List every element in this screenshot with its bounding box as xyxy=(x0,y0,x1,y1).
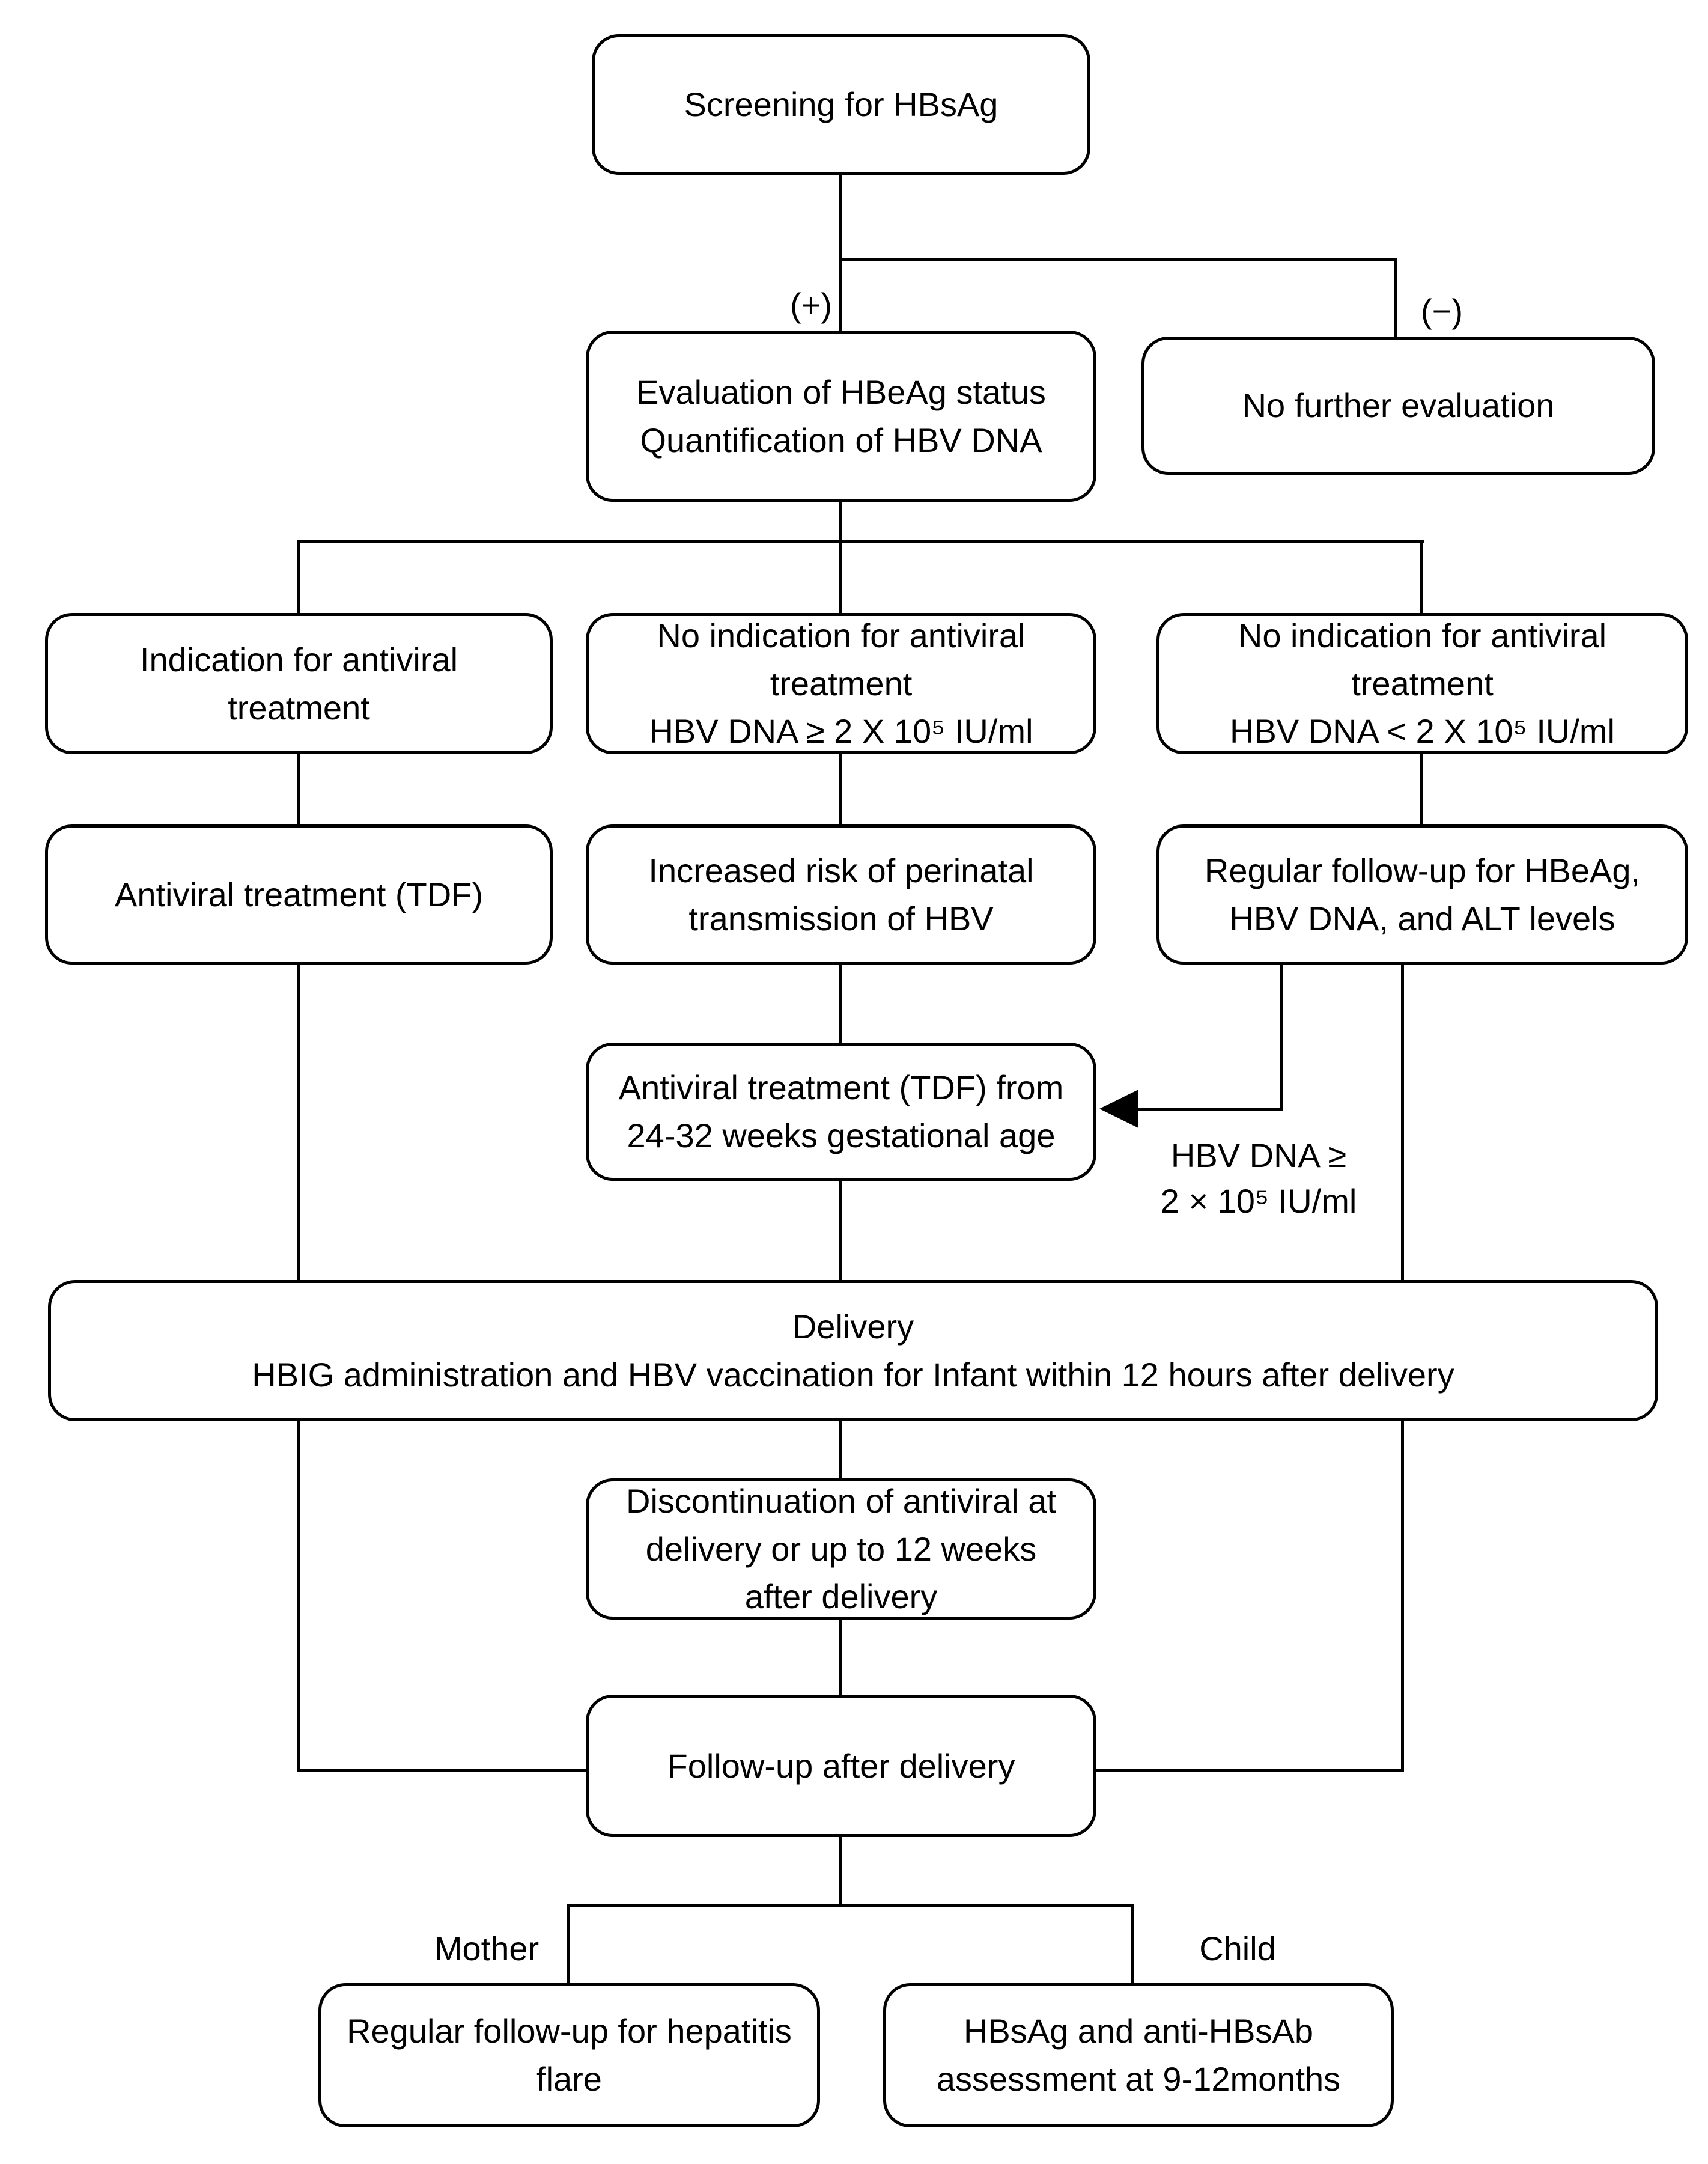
edge-drop-no-indication-low xyxy=(1420,540,1423,613)
node-no-indication-low-dna: No indication for antiviral treatment HB… xyxy=(1156,613,1688,754)
edge-followup-levels-to-delivery xyxy=(1401,965,1404,1280)
node-regular-followup-levels: Regular follow-up for HBeAg, HBV DNA, an… xyxy=(1156,824,1688,965)
edge-risk-to-tdf24 xyxy=(839,965,842,1043)
node-no-indication-high-dna: No indication for antiviral treatment HB… xyxy=(586,613,1096,754)
edge-right-into-followup xyxy=(1096,1769,1403,1772)
edge-three-way-split xyxy=(297,540,1424,543)
node-followup-after-delivery: Follow-up after delivery xyxy=(586,1695,1096,1837)
arrowhead-into-tdf24-icon xyxy=(1099,1090,1138,1128)
node-mother-followup: Regular follow-up for hepatitis flare xyxy=(318,1983,820,2127)
branch-label-child: Child xyxy=(1199,1930,1276,1967)
edge-indication-to-tdf xyxy=(297,754,300,824)
node-antiviral-tdf: Antiviral treatment (TDF) xyxy=(45,824,553,965)
branch-label-negative: (−) xyxy=(1421,292,1463,330)
edge-screening-to-evaluation xyxy=(839,175,842,331)
edge-followup-levels-arrow-stem xyxy=(1280,965,1283,1111)
node-no-further-evaluation: No further evaluation xyxy=(1141,337,1655,475)
node-increased-risk: Increased risk of perinatal transmission… xyxy=(586,824,1096,965)
edge-drop-indication xyxy=(297,540,300,613)
edge-arrow-shaft xyxy=(1138,1108,1283,1111)
node-evaluation: Evaluation of HBeAg status Quantificatio… xyxy=(586,331,1096,502)
node-child-assessment: HBsAg and anti-HBsAb assessment at 9-12m… xyxy=(883,1983,1394,2127)
edge-tdf-to-delivery xyxy=(297,965,300,1280)
edge-high-to-risk xyxy=(839,754,842,824)
edge-mother-child-split xyxy=(567,1904,1134,1907)
node-screening: Screening for HBsAg xyxy=(592,34,1090,175)
edge-split-positive-negative xyxy=(839,258,1397,261)
edge-tdf24-to-delivery xyxy=(839,1181,842,1280)
edge-right-below-delivery xyxy=(1401,1421,1404,1772)
edge-followup-to-split xyxy=(839,1837,842,1906)
node-delivery: Delivery HBIG administration and HBV vac… xyxy=(48,1280,1658,1421)
node-discontinuation: Discontinuation of antiviral at delivery… xyxy=(586,1478,1096,1620)
branch-label-positive: (+) xyxy=(790,286,832,324)
edge-drop-no-further xyxy=(1394,258,1397,337)
arrow-condition-label: HBV DNA ≥ 2 × 10⁵ IU/ml xyxy=(1160,1136,1357,1220)
branch-label-mother: Mother xyxy=(434,1930,539,1967)
node-indication-antiviral: Indication for antiviral treatment xyxy=(45,613,553,754)
edge-evaluation-to-split xyxy=(839,502,842,613)
edge-left-into-followup xyxy=(297,1769,586,1772)
edge-delivery-to-discontinuation xyxy=(839,1421,842,1478)
edge-left-below-delivery xyxy=(297,1421,300,1772)
node-tdf-24-32-weeks: Antiviral treatment (TDF) from 24-32 wee… xyxy=(586,1043,1096,1181)
edge-discontinuation-to-followup xyxy=(839,1620,842,1695)
edge-low-to-followup-levels xyxy=(1420,754,1423,824)
edge-drop-child xyxy=(1131,1904,1134,1983)
edge-drop-mother xyxy=(567,1904,570,1983)
